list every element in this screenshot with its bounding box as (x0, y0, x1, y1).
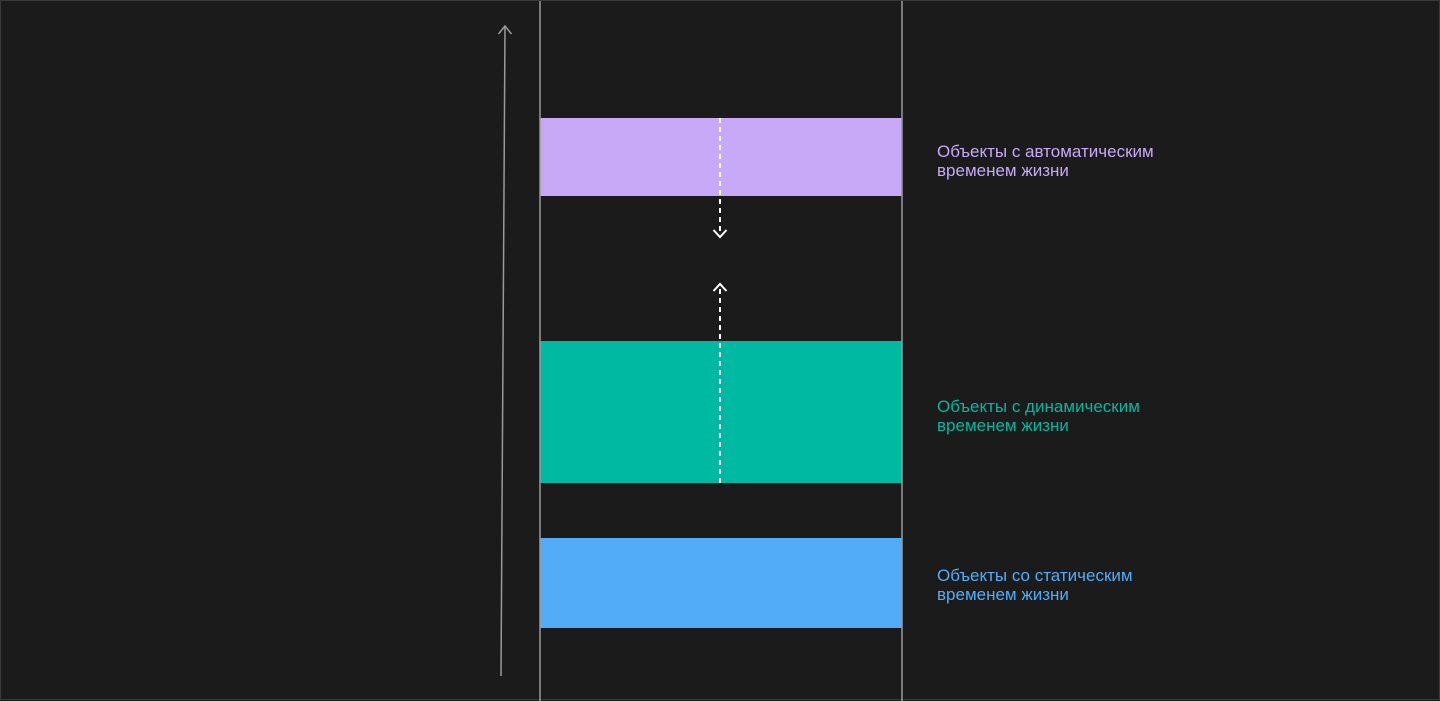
dynamic-objects-label-line2: временем жизни (937, 416, 1069, 435)
dynamic-objects-label-line1: Объекты с динамическим (937, 397, 1140, 416)
axis-arrow-head (497, 24, 513, 35)
dynamic-objects-label: Объекты с динамическим временем жизни (937, 397, 1237, 435)
axis-arrow-shaft (500, 25, 506, 677)
static-objects-block (540, 538, 902, 628)
automatic-objects-label-line2: временем жизни (937, 161, 1069, 180)
automatic-objects-label-line1: Объекты с автоматическим (937, 142, 1154, 161)
dynamic-growth-arrow-head (712, 282, 728, 292)
static-objects-label-line2: временем жизни (937, 585, 1069, 604)
automatic-objects-label: Объекты с автоматическим временем жизни (937, 142, 1237, 180)
automatic-growth-arrow-head (712, 229, 728, 239)
static-objects-label: Объекты со статическим временем жизни (937, 566, 1237, 604)
static-objects-label-line1: Объекты со статическим (937, 566, 1133, 585)
